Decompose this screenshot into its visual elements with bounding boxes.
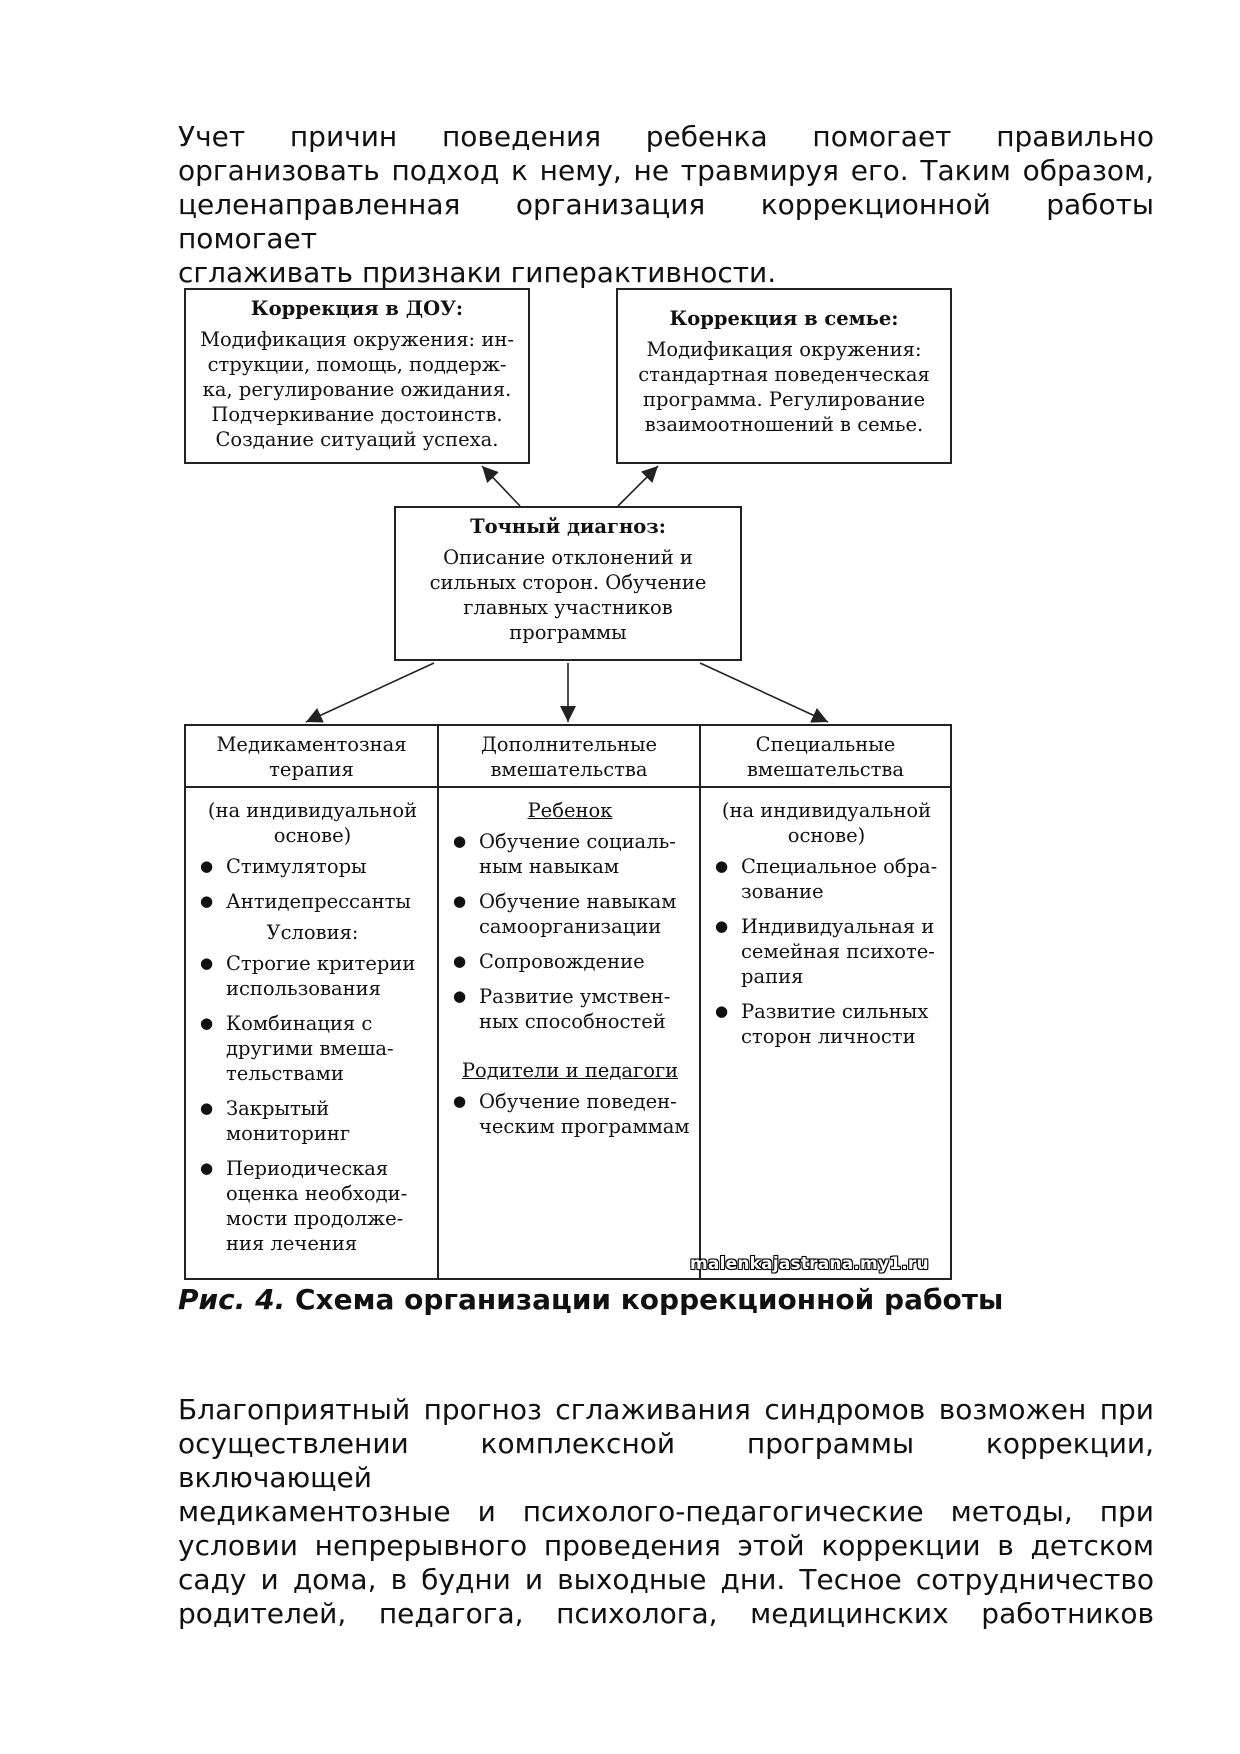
watermark: malenkajastrana.my1.ru [690,1254,929,1274]
text-line: (на индивидуальной [721,799,932,822]
conditions-label: Условия: [266,921,359,944]
paragraph-line: организовать подход к нему, не травмируя… [178,154,1154,187]
text-line: Модификация окружения: [646,338,922,361]
figure-caption: Рис. 4. Схема организации коррекционной … [178,1283,1003,1316]
box-diag-head: Точный диагноз: [470,515,666,538]
paragraph-line: целенаправленная организация коррекционн… [178,188,1154,255]
list-item: Сопровождение [449,949,691,974]
paragraph-line: родителей, педагога, психолога, медицинс… [178,1597,1154,1630]
text-line: Медикаментозная [216,733,407,756]
text-line: вмешательства [490,758,648,781]
paragraph-line: сглаживать признаки гиперактивности. [178,256,777,289]
parents-list: Обучение поведен-ческим программам [449,1089,691,1139]
list-item: Антидепрессанты [196,889,429,914]
paragraph-line: условии непрерывного проведения этой кор… [178,1529,1154,1562]
text-line: программа. Регулирование [643,388,925,411]
arrow-to-family [617,465,659,507]
paragraph-line: медикаментозные и психолого-педагогическ… [178,1495,1154,1528]
text-line: (на индивидуальной [207,799,418,822]
text-line: Дополнительные [480,733,658,756]
box-correction-dou: Коррекция в ДОУ: Модификация окружения: … [184,288,530,464]
arrow-to-col1 [305,662,435,723]
arrow-to-dou [481,465,521,507]
box-correction-family: Коррекция в семье: Модификация окружения… [616,288,952,464]
figure-number: Рис. 4. [178,1283,286,1316]
text-line: Модификация окружения: ин- [200,328,514,351]
list-item: Обучение поведен-ческим программам [449,1089,691,1139]
special-list: Специальное обра-зованиеИндивидуальная и… [711,854,942,1049]
text-line: основе) [787,824,866,847]
box-family-body: Модификация окружения:стандартная поведе… [626,337,942,437]
text-line: струкции, помощь, поддерж- [207,353,507,376]
text-line: Подчеркивание достоинств. [211,403,503,426]
list-item: Стимуляторы [196,854,429,879]
correction-diagram: Коррекция в ДОУ: Модификация окружения: … [180,288,980,1280]
list-item: Обучение социаль-ным навыкам [449,829,691,879]
box-dou-body: Модификация окружения: ин-струкции, помо… [192,327,522,452]
arrow-to-col3 [699,662,829,723]
intro-paragraph: Учет причин поведения ребенка помогает п… [178,120,1154,290]
text-line: сильных сторон. Обучение [429,571,707,594]
parents-subheading: Родители и педагоги [461,1059,679,1082]
text-line: Создание ситуаций успеха. [215,428,499,451]
child-subheading: Ребенок [527,799,613,822]
paragraph-line: саду и дома, в будни и выходные дни. Тес… [178,1563,1154,1596]
text-line: стандартная поведенческая [638,363,930,386]
paragraph-line: осуществлении комплексной программы корр… [178,1427,1154,1494]
box-family-head: Коррекция в семье: [669,307,899,330]
text-line: ка, регулирование ожидания. [202,378,512,401]
list-item: Развитие умствен-ных способностей [449,984,691,1034]
text-line: терапия [269,758,354,781]
medication-list: СтимуляторыАнтидепрессанты [196,854,429,914]
text-line: взаимоотношений в семье. [644,413,924,436]
diagram-arrows [305,465,829,723]
text-line: основе) [273,824,352,847]
figure-title: Схема организации коррекционной работы [295,1283,1004,1316]
child-list: Обучение социаль-ным навыкамОбучение нав… [449,829,691,1034]
text-line: вмешательства [746,758,905,781]
text-line: программы [509,621,627,644]
conclusion-paragraph: Благоприятный прогноз сглаживания синдро… [178,1393,1154,1631]
text-line: главных участников [463,596,673,619]
text-line: Описание отклонений и [443,546,693,569]
paragraph-line: Учет причин поведения ребенка помогает п… [178,120,1154,153]
list-item: Специальное обра-зование [711,854,942,904]
conditions-list: Строгие критериииспользованияКомбинация … [196,951,429,1256]
text-line: Специальные [755,733,896,756]
paragraph-line: Благоприятный прогноз сглаживания синдро… [178,1393,1154,1426]
box-dou-head: Коррекция в ДОУ: [250,297,464,320]
